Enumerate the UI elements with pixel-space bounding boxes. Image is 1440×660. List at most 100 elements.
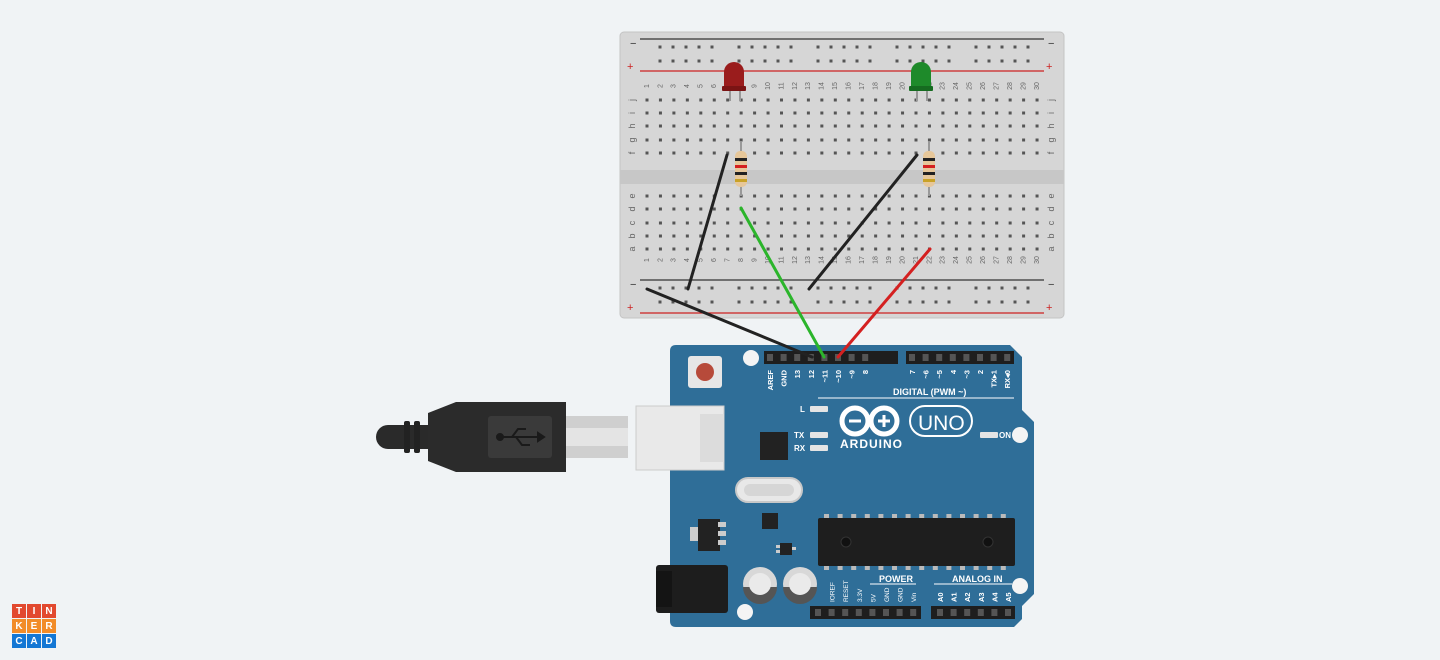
breadboard-hole[interactable] <box>780 151 783 155</box>
breadboard-hole[interactable] <box>860 138 864 142</box>
breadboard-hole[interactable] <box>780 207 783 211</box>
breadboard-hole[interactable] <box>968 221 972 225</box>
breadboard-hole[interactable] <box>901 98 905 102</box>
breadboard-hole[interactable] <box>672 124 676 128</box>
breadboard-hole[interactable] <box>820 234 824 238</box>
breadboard-hole[interactable] <box>847 247 851 251</box>
breadboard-hole[interactable] <box>901 151 905 155</box>
breadboard-hole[interactable] <box>793 111 797 115</box>
rail-hole[interactable] <box>868 59 872 63</box>
breadboard-hole[interactable] <box>699 98 703 102</box>
rail-hole[interactable] <box>829 45 833 49</box>
breadboard-hole[interactable] <box>726 221 730 225</box>
breadboard-hole[interactable] <box>914 234 918 238</box>
breadboard-hole[interactable] <box>941 234 945 238</box>
breadboard-hole[interactable] <box>995 124 999 128</box>
breadboard-hole[interactable] <box>739 124 743 128</box>
breadboard-hole[interactable] <box>968 151 972 155</box>
breadboard-hole[interactable] <box>806 111 810 115</box>
breadboard-hole[interactable] <box>874 138 878 142</box>
breadboard-hole[interactable] <box>954 138 958 142</box>
tinkercad-logo[interactable]: T I N K E R C A D <box>12 604 56 648</box>
breadboard-hole[interactable] <box>941 98 945 102</box>
rail-hole[interactable] <box>789 45 793 49</box>
breadboard-hole[interactable] <box>712 138 716 142</box>
header-pin[interactable] <box>862 354 869 361</box>
breadboard-hole[interactable] <box>780 98 783 102</box>
rail-hole[interactable] <box>816 286 820 290</box>
breadboard-hole[interactable] <box>806 151 810 155</box>
header-pin[interactable] <box>794 354 801 361</box>
rail-hole[interactable] <box>1013 300 1017 304</box>
breadboard-hole[interactable] <box>847 207 851 211</box>
breadboard-hole[interactable] <box>981 124 985 128</box>
rail-hole[interactable] <box>776 286 780 290</box>
rail-hole[interactable] <box>737 59 741 63</box>
rail-hole[interactable] <box>842 286 846 290</box>
breadboard-hole[interactable] <box>981 151 985 155</box>
rail-hole[interactable] <box>684 286 688 290</box>
breadboard-hole[interactable] <box>968 234 972 238</box>
breadboard-hole[interactable] <box>806 138 810 142</box>
breadboard-hole[interactable] <box>1035 234 1039 238</box>
breadboard-hole[interactable] <box>685 207 689 211</box>
breadboard-hole[interactable] <box>887 207 891 211</box>
rail-hole[interactable] <box>697 59 701 63</box>
breadboard-hole[interactable] <box>685 111 689 115</box>
breadboard-hole[interactable] <box>833 234 837 238</box>
rail-hole[interactable] <box>750 286 754 290</box>
rail-hole[interactable] <box>710 59 714 63</box>
breadboard-hole[interactable] <box>874 151 878 155</box>
rail-hole[interactable] <box>934 300 938 304</box>
breadboard-hole[interactable] <box>1035 194 1039 198</box>
breadboard-hole[interactable] <box>941 138 945 142</box>
breadboard-hole[interactable] <box>874 234 878 238</box>
rail-hole[interactable] <box>1026 300 1030 304</box>
breadboard-hole[interactable] <box>672 247 676 251</box>
breadboard-hole[interactable] <box>793 234 797 238</box>
breadboard-hole[interactable] <box>712 124 716 128</box>
breadboard-hole[interactable] <box>726 247 730 251</box>
breadboard-hole[interactable] <box>1022 194 1026 198</box>
breadboard-hole[interactable] <box>658 138 662 142</box>
rail-hole[interactable] <box>816 59 820 63</box>
breadboard-hole[interactable] <box>968 207 972 211</box>
breadboard-hole[interactable] <box>981 247 985 251</box>
rail-hole[interactable] <box>895 300 899 304</box>
breadboard-hole[interactable] <box>806 221 810 225</box>
breadboard-hole[interactable] <box>954 234 958 238</box>
resistor-1[interactable] <box>735 142 747 196</box>
breadboard-hole[interactable] <box>874 207 878 211</box>
breadboard-hole[interactable] <box>887 124 891 128</box>
breadboard-hole[interactable] <box>995 151 999 155</box>
breadboard-hole[interactable] <box>860 151 864 155</box>
breadboard-hole[interactable] <box>833 111 837 115</box>
breadboard-hole[interactable] <box>833 138 837 142</box>
breadboard-hole[interactable] <box>726 124 730 128</box>
breadboard-hole[interactable] <box>1008 98 1012 102</box>
breadboard-hole[interactable] <box>874 247 878 251</box>
breadboard-hole[interactable] <box>753 234 757 238</box>
rail-hole[interactable] <box>763 45 767 49</box>
breadboard-hole[interactable] <box>753 151 757 155</box>
rail-hole[interactable] <box>974 286 978 290</box>
breadboard-hole[interactable] <box>995 221 999 225</box>
breadboard-hole[interactable] <box>968 98 972 102</box>
breadboard-hole[interactable] <box>658 247 662 251</box>
breadboard-hole[interactable] <box>914 221 918 225</box>
breadboard-hole[interactable] <box>726 151 730 155</box>
breadboard-hole[interactable] <box>1022 111 1026 115</box>
header-pin[interactable] <box>828 609 835 616</box>
rail-hole[interactable] <box>842 45 846 49</box>
breadboard-hole[interactable] <box>995 138 999 142</box>
breadboard-hole[interactable] <box>927 221 931 225</box>
rail-hole[interactable] <box>763 300 767 304</box>
breadboard-hole[interactable] <box>954 98 958 102</box>
resistor-2[interactable] <box>923 142 935 196</box>
rail-hole[interactable] <box>1013 59 1017 63</box>
breadboard-hole[interactable] <box>806 98 810 102</box>
breadboard-hole[interactable] <box>968 124 972 128</box>
breadboard-hole[interactable] <box>914 111 918 115</box>
breadboard-hole[interactable] <box>753 207 757 211</box>
rail-hole[interactable] <box>658 45 662 49</box>
